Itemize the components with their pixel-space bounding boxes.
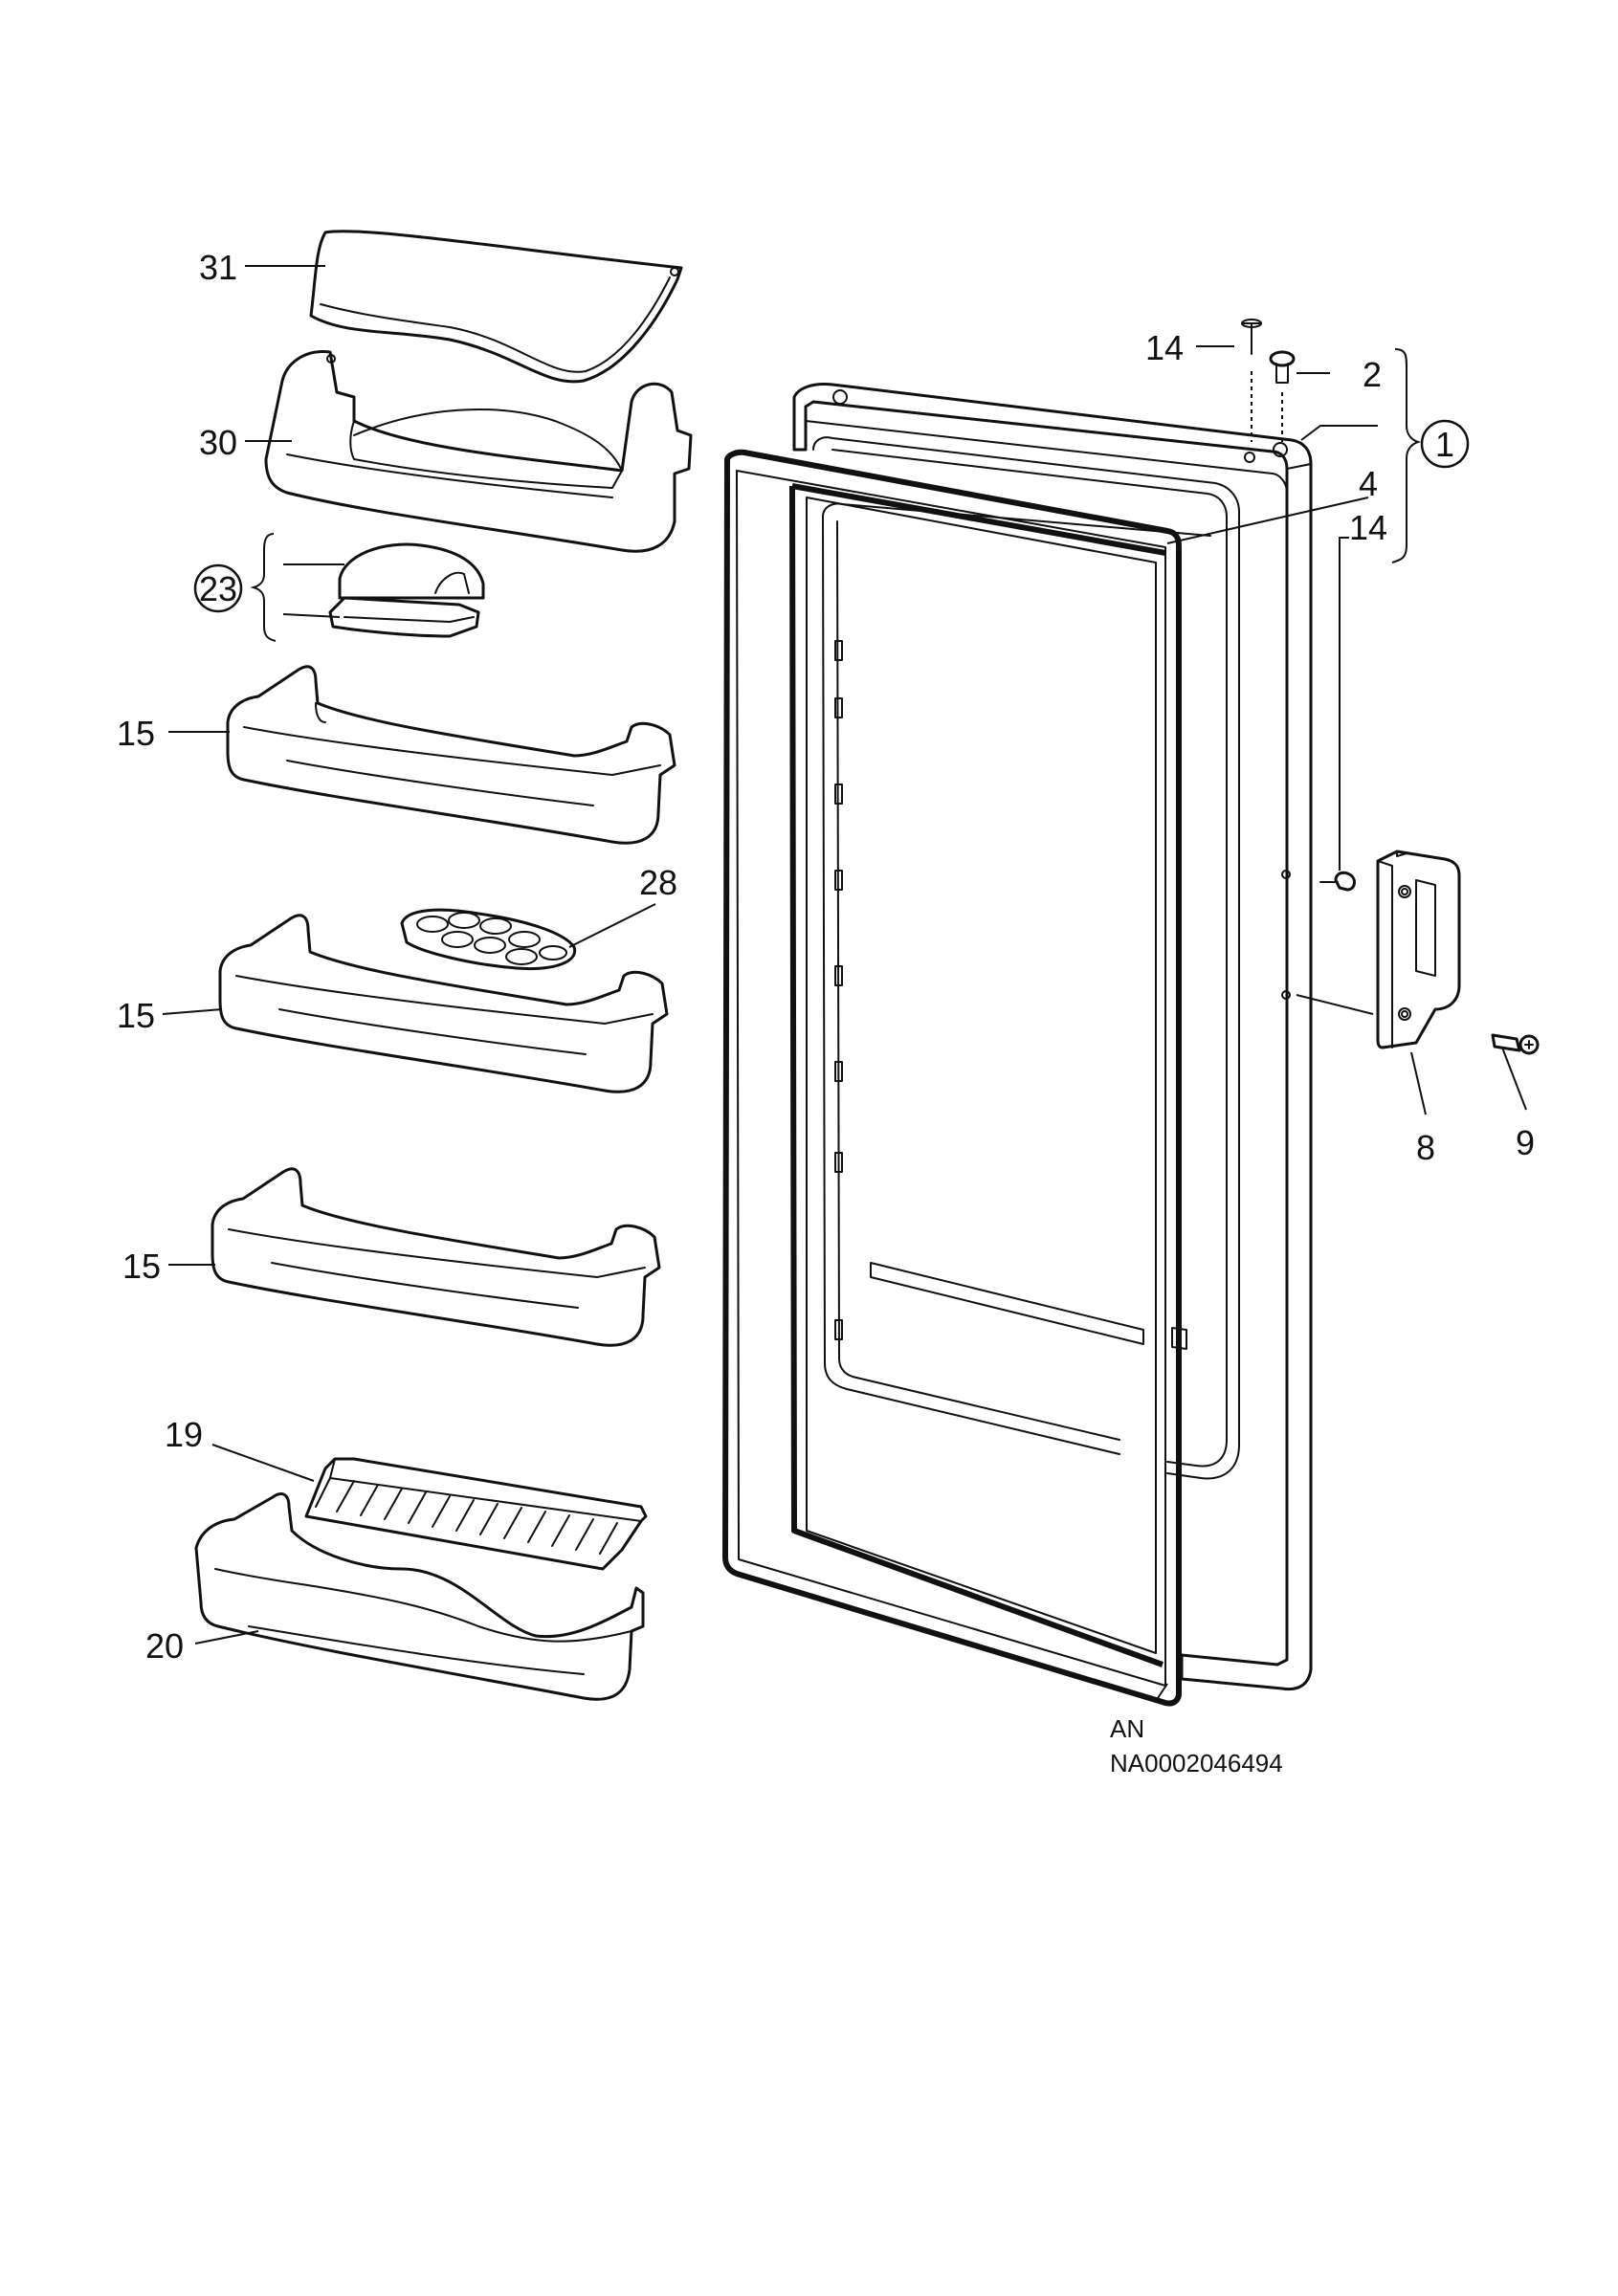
door-gasket-part-4 <box>722 449 1211 1707</box>
label-1: 1 <box>1435 425 1454 464</box>
part-20-bottle-shelf <box>194 1492 645 1701</box>
part-19-bottle-divider <box>304 1457 648 1571</box>
label-4: 4 <box>1359 464 1378 503</box>
pin-part-2 <box>1269 350 1296 442</box>
part-28-egg-tray <box>400 908 577 971</box>
label-23: 23 <box>199 569 237 608</box>
label-30: 30 <box>199 423 237 462</box>
brace-group-1 <box>1391 348 1422 563</box>
callout-labels: 31 30 23 15 15 15 28 19 20 14 2 1 4 14 8… <box>117 248 1535 1777</box>
label-15-lower: 15 <box>122 1247 161 1286</box>
part-23-butter-dish <box>328 542 485 638</box>
part-15-shelf-upper <box>226 665 676 845</box>
screw-part-14-top <box>1241 319 1262 442</box>
part-31-lid <box>309 230 683 384</box>
label-14-side: 14 <box>1349 508 1387 547</box>
label-9: 9 <box>1516 1123 1535 1162</box>
drawing-code-line1: AN <box>1110 1714 1144 1743</box>
label-23-circle <box>193 563 243 613</box>
label-15-middle: 15 <box>117 996 155 1035</box>
brace-group-23 <box>250 533 277 642</box>
screw-part-14-side <box>1319 871 1356 892</box>
screw-part-9 <box>1491 1033 1540 1055</box>
label-2: 2 <box>1363 355 1382 394</box>
label-19: 19 <box>165 1415 203 1454</box>
label-31: 31 <box>199 248 237 287</box>
door-outer-panel <box>792 383 1313 1691</box>
label-15-upper: 15 <box>117 714 155 753</box>
label-8: 8 <box>1416 1128 1435 1167</box>
label-20: 20 <box>145 1626 184 1666</box>
drawing-code-line2: NA0002046494 <box>1110 1749 1283 1777</box>
label-28: 28 <box>639 863 677 902</box>
part-15-shelf-middle <box>218 914 669 1093</box>
handle-part-8 <box>1376 850 1461 1049</box>
label-14-top: 14 <box>1145 328 1184 367</box>
part-30-bin <box>264 350 693 553</box>
part-15-shelf-lower <box>211 1167 661 1347</box>
label-1-circle <box>1420 419 1470 469</box>
leader-lines <box>162 265 1527 1699</box>
